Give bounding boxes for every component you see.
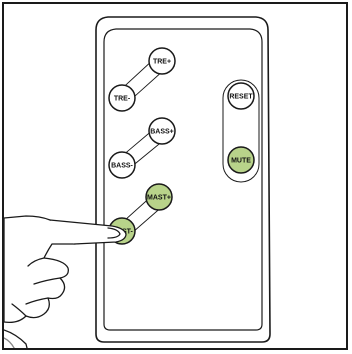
mute-button[interactable]: MUTE [227,146,255,174]
reset-button[interactable]: RESET [227,82,255,110]
bass-plus-label: BASS+ [150,129,174,136]
bass-minus-label: BASS- [111,163,133,170]
tre-plus-label: TRE+ [153,59,171,66]
tre-minus-label: TRE- [114,96,131,103]
remote-illustration: TRE+ TRE- BASS+ BASS- MAST+ MAST- [4,16,271,348]
bass-minus-button[interactable]: BASS- [108,151,136,179]
tre-minus-button[interactable]: TRE- [108,84,136,112]
pointing-hand-icon [4,215,127,348]
reset-label: RESET [229,94,253,101]
mute-label: MUTE [231,158,251,165]
mast-plus-label: MAST+ [147,195,171,202]
bass-plus-button[interactable]: BASS+ [148,117,176,145]
tre-plus-button[interactable]: TRE+ [148,47,176,75]
mast-plus-button[interactable]: MAST+ [145,183,173,211]
illustration-frame: TRE+ TRE- BASS+ BASS- MAST+ MAST- [2,2,348,350]
